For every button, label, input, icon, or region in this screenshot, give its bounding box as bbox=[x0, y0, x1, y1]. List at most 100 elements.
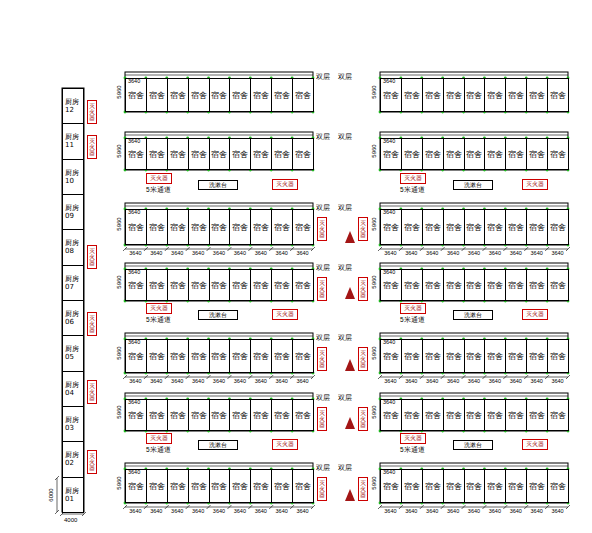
dorm-room-text: 宿舍 bbox=[425, 481, 441, 492]
dorm-room-text: 宿舍 bbox=[487, 90, 503, 101]
dorm-room: 宿舍 bbox=[443, 339, 465, 373]
building-outline bbox=[125, 72, 313, 112]
dimension-label: 3640 bbox=[292, 509, 313, 515]
dorm-room-text: 宿舍 bbox=[487, 222, 503, 233]
dorm-room-text: 宿舍 bbox=[232, 222, 248, 233]
dorm-room: 宿舍 bbox=[505, 209, 527, 245]
dimension-line bbox=[62, 514, 84, 515]
dorm-room-text: 宿舍 bbox=[425, 90, 441, 101]
dimension-tick bbox=[441, 375, 445, 379]
dimension-line bbox=[125, 507, 313, 508]
washbasin-text: 洗漱台 bbox=[209, 181, 227, 190]
dorm-room-text: 宿舍 bbox=[253, 222, 269, 233]
dorm-room: 宿舍 bbox=[167, 469, 189, 503]
dimension-label: 3640 bbox=[484, 509, 505, 515]
dorm-room: 宿舍 bbox=[484, 138, 506, 170]
washbasin: 洗漱台 bbox=[453, 180, 493, 190]
dimension-label: 3640 bbox=[382, 470, 396, 476]
dimension-label: 5960 bbox=[116, 217, 122, 230]
dorm-room-text: 宿舍 bbox=[487, 351, 503, 362]
dimension-label: 3640 bbox=[443, 509, 464, 515]
dimension-tick bbox=[269, 375, 273, 379]
dorm-room: 宿舍 bbox=[229, 138, 251, 170]
dimension-label: 3640 bbox=[382, 79, 396, 85]
extinguisher-box: 灭火器 bbox=[522, 439, 548, 450]
dorm-room-text: 宿舍 bbox=[232, 280, 248, 291]
extinguisher-box-text: 灭火器 bbox=[150, 175, 168, 182]
dorm-room: 宿舍 bbox=[401, 78, 423, 112]
balcony-line bbox=[125, 336, 313, 337]
dorm-room: 宿舍 bbox=[292, 469, 314, 503]
dimension-label: 3640 bbox=[505, 251, 526, 257]
extinguisher-box: 灭火器 bbox=[317, 347, 327, 371]
floor-note: 双层 bbox=[338, 204, 352, 211]
dimension-label: 3640 bbox=[382, 139, 396, 145]
dorm-room: 宿舍 bbox=[401, 138, 423, 170]
dorm-room: 宿舍 bbox=[422, 269, 444, 301]
extinguisher-box: 灭火器 bbox=[272, 309, 298, 320]
kitchen-room: 厨房 12 bbox=[62, 88, 84, 124]
dorm-room: 宿舍 bbox=[292, 339, 314, 373]
dimension-tick bbox=[55, 476, 59, 480]
extinguisher-box-text: 灭火器 bbox=[360, 220, 366, 238]
dorm-room-text: 宿舍 bbox=[295, 149, 311, 160]
dorm-room-text: 宿舍 bbox=[253, 481, 269, 492]
dorm-room-text: 宿舍 bbox=[274, 481, 290, 492]
dorm-room-text: 宿舍 bbox=[191, 280, 207, 291]
dorm-room-text: 宿舍 bbox=[170, 90, 186, 101]
dorm-room-text: 宿舍 bbox=[404, 222, 420, 233]
building-outline bbox=[380, 463, 568, 503]
kitchen-room-text: 厨房 06 bbox=[65, 310, 81, 326]
dorm-room-text: 宿舍 bbox=[466, 410, 482, 421]
dorm-room: 宿舍 bbox=[292, 269, 314, 301]
dorm-room-text: 宿舍 bbox=[253, 410, 269, 421]
dorm-room-text: 宿舍 bbox=[149, 280, 165, 291]
dorm-room: 宿舍 bbox=[422, 399, 444, 431]
dimension-line bbox=[380, 507, 568, 508]
dorm-room: 宿舍 bbox=[146, 209, 168, 245]
extinguisher-box-text: 灭火器 bbox=[526, 311, 544, 318]
extinguisher-box-text: 灭火器 bbox=[89, 315, 95, 333]
dorm-room-text: 宿舍 bbox=[211, 90, 227, 101]
extinguisher-box-text: 灭火器 bbox=[150, 305, 168, 312]
dimension-line bbox=[125, 249, 313, 250]
dorm-room: 宿舍 bbox=[505, 269, 527, 301]
dimension-label: 3640 bbox=[505, 509, 526, 515]
dorm-room: 宿舍 bbox=[271, 269, 293, 301]
extinguisher-box-text: 灭火器 bbox=[526, 181, 544, 188]
dimension-label: 3640 bbox=[443, 251, 464, 257]
extinguisher-box: 灭火器 bbox=[317, 217, 327, 241]
kitchen-room-text: 厨房 07 bbox=[65, 275, 81, 291]
corridor-label: 5米通道 bbox=[400, 187, 425, 194]
exit-marker bbox=[345, 287, 355, 299]
dorm-room: 宿舍 bbox=[167, 138, 189, 170]
balcony-line bbox=[380, 336, 568, 337]
dimension-label: 3640 bbox=[292, 251, 313, 257]
kitchen-room: 厨房 09 bbox=[62, 194, 84, 230]
extinguisher-box: 灭火器 bbox=[146, 303, 172, 314]
building-outline bbox=[380, 333, 568, 373]
floor-note: 双层 bbox=[316, 394, 330, 401]
dimension-tick bbox=[524, 375, 528, 379]
dorm-room-text: 宿舍 bbox=[529, 280, 545, 291]
dorm-room-text: 宿舍 bbox=[191, 222, 207, 233]
extinguisher-box: 灭火器 bbox=[317, 407, 327, 431]
extinguisher-box: 灭火器 bbox=[400, 173, 426, 184]
dimension-label: 3640 bbox=[127, 470, 141, 476]
dorm-room-text: 宿舍 bbox=[550, 351, 566, 362]
kitchen-room: 厨房 08 bbox=[62, 229, 84, 265]
balcony-line bbox=[380, 75, 568, 76]
dimension-tick bbox=[399, 505, 403, 509]
dorm-room-text: 宿舍 bbox=[211, 410, 227, 421]
dorm-room: 宿舍 bbox=[271, 209, 293, 245]
dimension-tick bbox=[123, 247, 127, 251]
floor-note: 双层 bbox=[316, 73, 330, 80]
dorm-room: 宿舍 bbox=[209, 78, 231, 112]
dimension-label: 3640 bbox=[127, 139, 141, 145]
extinguisher-box-text: 灭火器 bbox=[276, 311, 294, 318]
dorm-room-text: 宿舍 bbox=[508, 481, 524, 492]
balcony-line bbox=[125, 206, 313, 207]
building-outline bbox=[125, 333, 313, 373]
kitchen-strip bbox=[62, 88, 84, 512]
dorm-room-text: 宿舍 bbox=[128, 280, 144, 291]
